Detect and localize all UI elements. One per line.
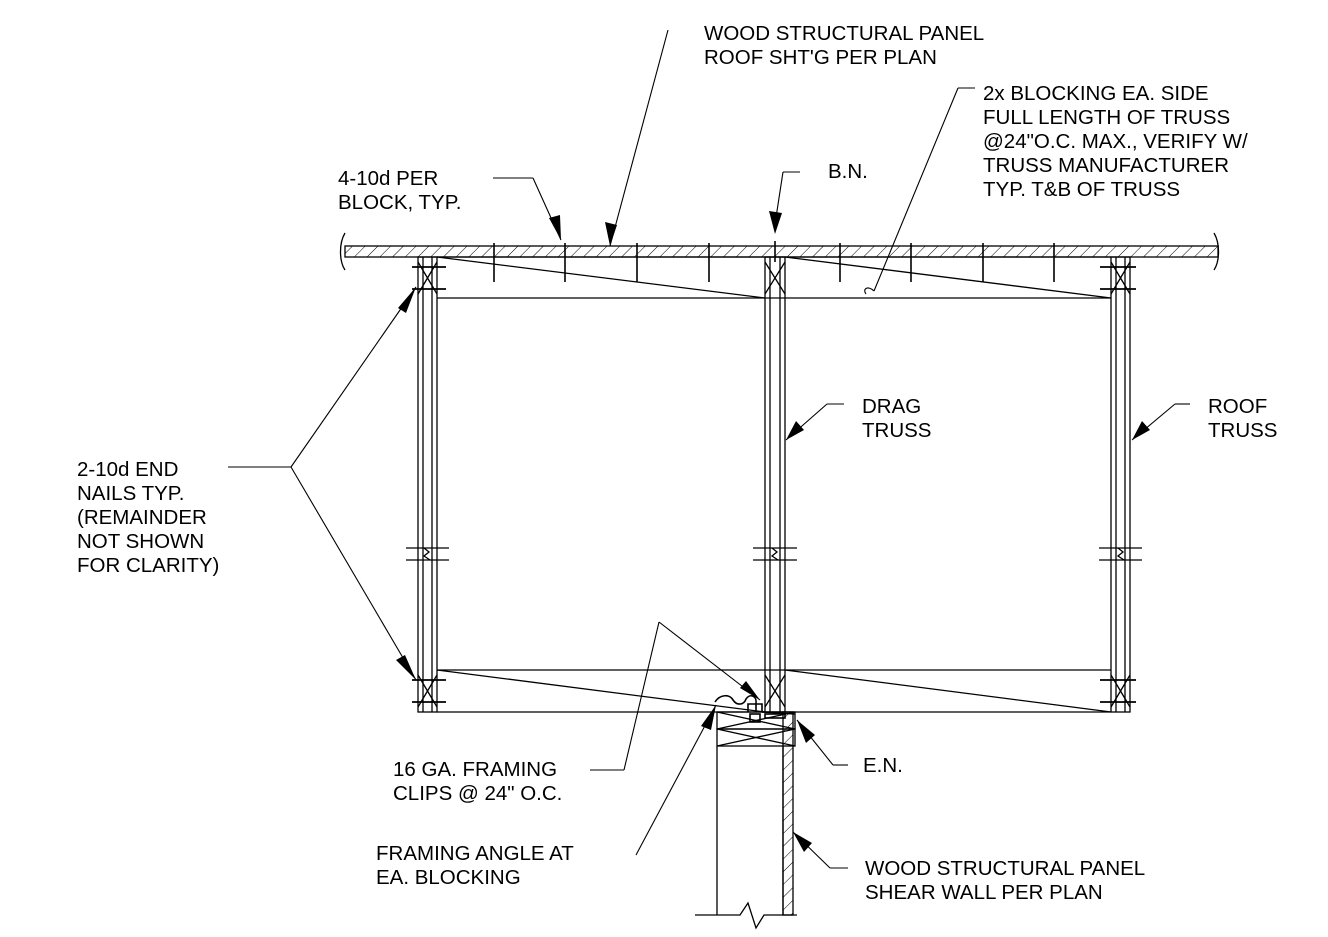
- edge-nailing-label: E.N.: [863, 754, 903, 778]
- blocking-label-line-5: TYP. T&B OF TRUSS: [983, 178, 1181, 201]
- left-roof-truss: [406, 256, 449, 713]
- right-roof-truss: [1099, 256, 1142, 713]
- bottom-blocking: [436, 669, 1112, 713]
- shear-wall-label-line-1: WOOD STRUCTURAL PANEL: [865, 857, 1146, 880]
- boundary-nailing-label-line-1: B.N.: [828, 160, 868, 183]
- end-nails-label-line-3: (REMAINDER: [77, 506, 207, 529]
- framing-clip: [714, 694, 796, 723]
- framing-angle-label: FRAMING ANGLE AT EA. BLOCKING: [376, 842, 574, 890]
- roof-truss-label-line-2: TRUSS: [1208, 419, 1278, 442]
- drag-truss-label: DRAG TRUSS: [862, 395, 931, 443]
- blocking-label: 2x BLOCKING EA. SIDE FULL LENGTH OF TRUS…: [983, 82, 1248, 202]
- boundary-nailing-label: B.N.: [828, 160, 868, 184]
- end-nails-label: 2-10d END NAILS TYP. (REMAINDER NOT SHOW…: [77, 458, 219, 578]
- framing-clips-label-line-1: 16 GA. FRAMING: [393, 758, 558, 781]
- end-nails-label-line-2: NAILS TYP.: [77, 482, 185, 505]
- shear-wall-label: WOOD STRUCTURAL PANEL SHEAR WALL PER PLA…: [865, 857, 1145, 905]
- blocking-label-line-3: @24"O.C. MAX., VERIFY W/: [983, 130, 1248, 153]
- framing-clips-label: 16 GA. FRAMING CLIPS @ 24" O.C.: [393, 758, 562, 806]
- shear-wall-label-line-2: SHEAR WALL PER PLAN: [865, 881, 1103, 904]
- drag-truss-label-line-2: TRUSS: [862, 419, 932, 442]
- framing-angle-label-line-1: FRAMING ANGLE AT: [376, 842, 574, 865]
- sheathing-nails: [493, 241, 1055, 282]
- block-nails-label-line-1: 4-10d PER: [338, 167, 439, 190]
- end-nails-label-line-4: NOT SHOWN: [77, 530, 205, 553]
- shear-wall: [695, 711, 797, 930]
- roof-truss-label: ROOF TRUSS: [1208, 395, 1277, 443]
- block-nails-label: 4-10d PER BLOCK, TYP.: [338, 167, 461, 215]
- blocking-label-line-2: FULL LENGTH OF TRUSS: [983, 106, 1231, 129]
- framing-clips-label-line-2: CLIPS @ 24" O.C.: [393, 782, 563, 805]
- end-nails: [412, 266, 1136, 703]
- leader-lines: [228, 29, 1190, 869]
- roof-sheathing-label: WOOD STRUCTURAL PANEL ROOF SHT'G PER PLA…: [704, 22, 984, 70]
- arrowheads: [396, 211, 1150, 852]
- end-nails-label-line-1: 2-10d END: [77, 458, 179, 481]
- blocking-label-line-1: 2x BLOCKING EA. SIDE: [983, 82, 1209, 105]
- end-nails-label-line-5: FOR CLARITY): [77, 554, 220, 577]
- blocking-label-line-4: TRUSS MANUFACTURER: [983, 154, 1230, 177]
- drag-truss-label-line-1: DRAG: [862, 395, 922, 418]
- roof-sheathing-label-line-1: WOOD STRUCTURAL PANEL: [704, 22, 985, 45]
- roof-truss-label-line-1: ROOF: [1208, 395, 1268, 418]
- framing-angle-label-line-2: EA. BLOCKING: [376, 866, 521, 889]
- drag-truss: [753, 256, 797, 713]
- block-nails-label-line-2: BLOCK, TYP.: [338, 191, 462, 214]
- roof-sheathing-label-line-2: ROOF SHT'G PER PLAN: [704, 46, 937, 69]
- edge-nailing-label-line-1: E.N.: [863, 754, 903, 777]
